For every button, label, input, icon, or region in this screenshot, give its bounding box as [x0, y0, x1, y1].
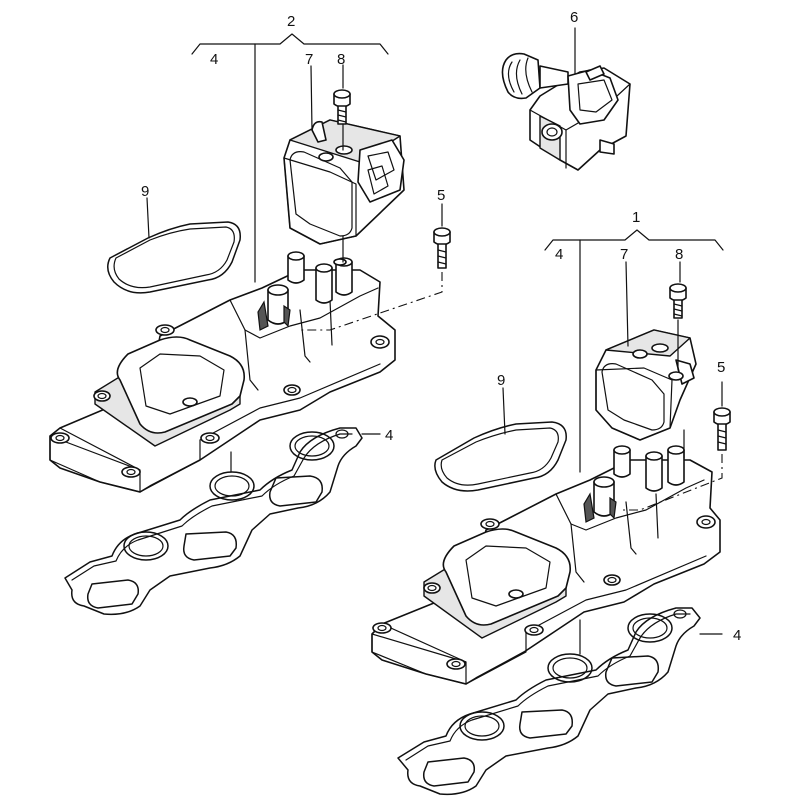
label-r-gasket-small: 9: [497, 372, 505, 389]
intake-manifold-2: [49, 251, 396, 493]
actuator-6: [501, 27, 631, 171]
large-gasket-4-left: [64, 427, 381, 616]
label-r-bolt-top: 8: [675, 246, 683, 263]
intake-manifold-1: [371, 445, 721, 685]
bolt-5-right: [713, 381, 731, 451]
bolt-8-right: [669, 261, 687, 371]
label-tl-flap-unit: 7: [305, 51, 313, 68]
label-assy-1: 1: [632, 209, 640, 226]
label-r-manifold: 4: [555, 246, 563, 263]
label-tl-gasket-small: 9: [141, 183, 149, 200]
bolt-8: [333, 64, 351, 151]
large-gasket-4-right: [397, 607, 723, 796]
label-tl-manifold: 4: [210, 51, 218, 68]
label-actuator: 6: [570, 9, 578, 26]
label-tl-bolt-side: 5: [437, 187, 445, 204]
label-r-bolt-side: 5: [717, 359, 725, 376]
flap-unit-7: [283, 65, 405, 245]
label-r-flap-unit: 7: [620, 246, 628, 263]
label-tl-bolt-top: 8: [337, 51, 345, 68]
assembly-1: [371, 229, 731, 796]
label-tl-gasket-large: 4: [385, 427, 393, 444]
assembly-2: [49, 33, 451, 616]
small-gasket-9-right: [434, 387, 567, 492]
label-r-gasket-large: 4: [733, 627, 741, 644]
small-gasket-9: [107, 197, 241, 294]
flap-unit-7-right: [595, 261, 697, 441]
bolt-5: [433, 203, 451, 269]
label-assy-2: 2: [287, 13, 295, 30]
